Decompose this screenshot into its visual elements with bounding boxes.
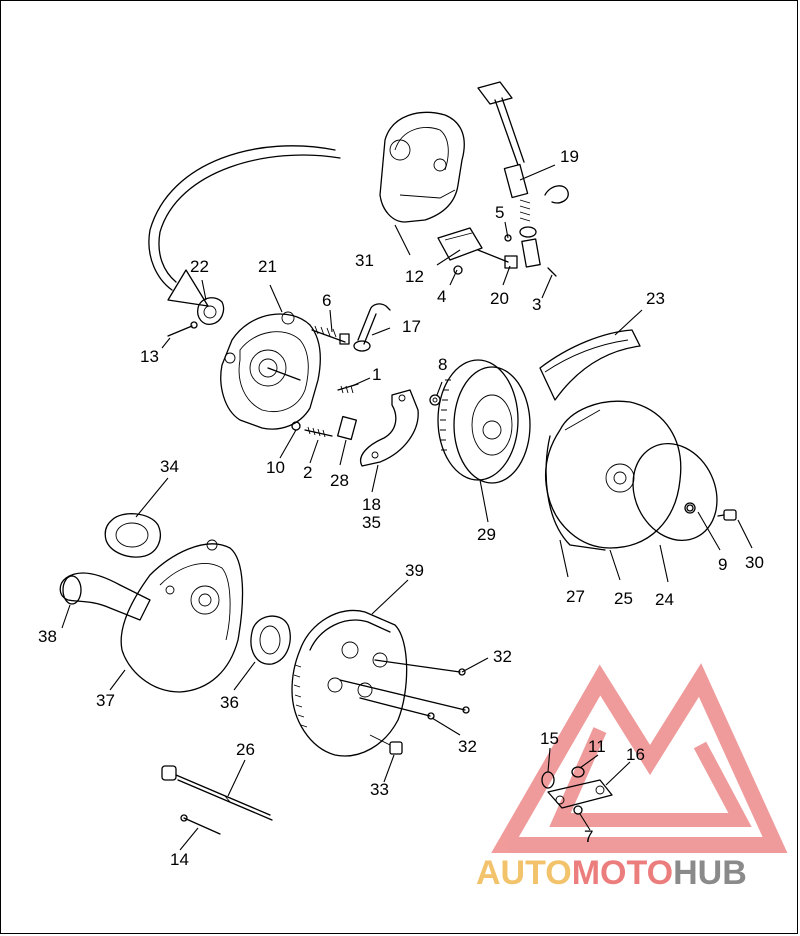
- callout-32b: 32: [458, 737, 477, 756]
- leader-lines: [61, 164, 753, 851]
- part-washer-9: [686, 504, 694, 512]
- part-elbow-17: [353, 303, 391, 352]
- callout-35: 35: [362, 513, 381, 532]
- callout-29: 29: [477, 525, 496, 544]
- callout-10: 10: [266, 458, 285, 477]
- callout-7: 7: [584, 827, 593, 846]
- part-cover-27-25: [545, 400, 682, 551]
- part-backplate-21: [220, 311, 322, 431]
- callout-8: 8: [438, 355, 447, 374]
- part-screw-4: [453, 265, 463, 275]
- callout-21: 21: [258, 257, 277, 276]
- part-nut-33: [369, 734, 403, 755]
- svg-text:AUTOMOTOHUB: AUTOMOTOHUB: [476, 854, 747, 892]
- callout-16: 16: [626, 745, 645, 764]
- callout-12: 12: [405, 267, 424, 286]
- callout-17: 17: [402, 317, 421, 336]
- part-spacer-28: [337, 415, 357, 441]
- callout-28: 28: [330, 471, 349, 490]
- callout-5: 5: [495, 203, 504, 222]
- part-trim-23: [539, 329, 641, 401]
- watermark-part-moto: MOTO: [572, 854, 673, 892]
- part-bolt-2: [304, 426, 333, 438]
- callout-14: 14: [170, 850, 189, 869]
- callout-34: 34: [160, 457, 179, 476]
- part-grommet-11: [571, 766, 585, 778]
- part-plate-24: [632, 442, 718, 542]
- callout-18: 18: [362, 495, 381, 514]
- callout-2: 2: [303, 463, 312, 482]
- callout-38: 38: [38, 627, 57, 646]
- part-pin-13: [167, 321, 198, 337]
- part-pin-14: [180, 814, 221, 835]
- part-breather-19: [477, 81, 569, 268]
- callout-13: 13: [140, 347, 159, 366]
- callout-30: 30: [745, 553, 764, 572]
- part-bolt-32a: [374, 659, 466, 676]
- callout-37: 37: [96, 691, 115, 710]
- part-gasket-34: [104, 513, 161, 558]
- callout-31: 31: [355, 251, 374, 270]
- callout-23: 23: [646, 289, 665, 308]
- part-cover-39: [291, 609, 408, 757]
- part-bolt-1: [337, 383, 359, 394]
- callout-19: 19: [560, 147, 579, 166]
- part-bracket-12: [437, 227, 483, 261]
- watermark-part-hub: HUB: [673, 854, 747, 892]
- callout-27: 27: [566, 587, 585, 606]
- callout-33: 33: [370, 780, 389, 799]
- part-screw-3: [547, 267, 557, 277]
- callout-39: 39: [405, 561, 424, 580]
- callout-6: 6: [322, 291, 331, 310]
- part-gasket-22: [197, 297, 225, 325]
- part-backplate-31: [379, 111, 465, 223]
- callout-22: 22: [190, 257, 209, 276]
- part-bolt-32c: [359, 697, 435, 720]
- part-screw-30: [717, 509, 737, 521]
- part-oring-5: [504, 234, 512, 242]
- part-bracket-16: [547, 779, 613, 809]
- callout-25: 25: [614, 589, 633, 608]
- part-washer-10: [291, 421, 301, 431]
- callout-11: 11: [588, 737, 606, 756]
- part-gasket-36: [250, 615, 291, 665]
- callout-24: 24: [655, 590, 674, 609]
- part-dipstick-26: [161, 765, 273, 821]
- part-screw-7: [573, 805, 583, 815]
- part-filter-29: [437, 359, 531, 484]
- callout-3: 3: [532, 295, 541, 314]
- part-bracket-18: [360, 389, 419, 467]
- part-housing-37: [120, 539, 244, 693]
- part-bolt-20: [477, 249, 518, 269]
- assembly-direction-arrow: [148, 145, 341, 307]
- watermark-wordmark: AUTOMOTOHUB: [476, 854, 747, 892]
- callout-15: 15: [540, 729, 559, 748]
- watermark-part-auto: AUTO: [476, 854, 572, 892]
- callout-32a: 32: [493, 647, 512, 666]
- part-bolt-6: [311, 325, 350, 345]
- callout-4: 4: [437, 287, 446, 306]
- part-bolt-32b: [339, 679, 470, 714]
- watermark-logo: [491, 663, 788, 853]
- callout-1: 1: [372, 365, 381, 384]
- callout-9: 9: [718, 555, 727, 574]
- callout-36: 36: [220, 693, 239, 712]
- callout-labels: 1 2 3 4 5 6 7 8 9 10 11 12 13 14 15 16 1…: [38, 147, 764, 869]
- part-washer-8: [429, 394, 441, 406]
- callout-26: 26: [236, 740, 255, 759]
- callout-20: 20: [490, 289, 509, 308]
- part-intake-38: [59, 572, 151, 621]
